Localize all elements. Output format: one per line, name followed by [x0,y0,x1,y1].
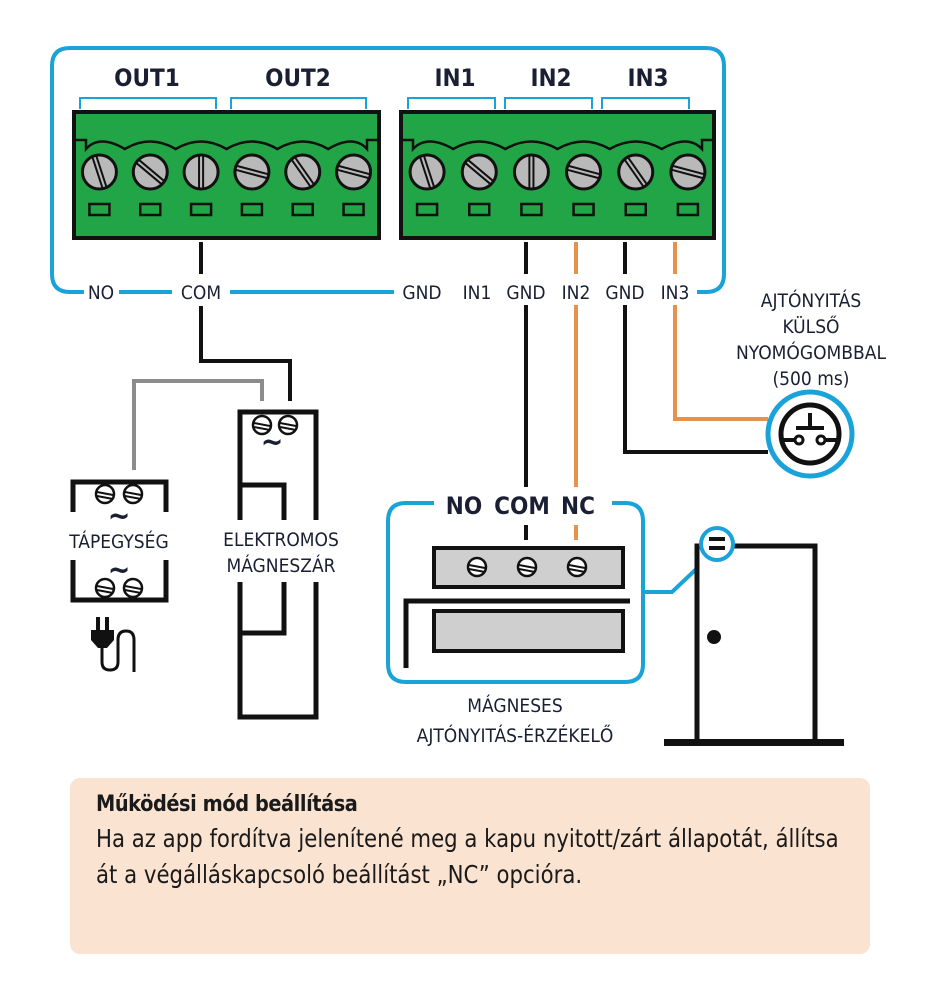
power-supply-ac-symbol-bottom: ~ [108,553,131,588]
push-button-label-line1: AJTÓNYITÁS [761,288,861,312]
door-sensor-screw [466,556,488,578]
out-terminal-body [72,110,381,240]
out-terminal-wire-slot [88,202,111,217]
in-terminal-screw [565,153,603,191]
out-terminal-screw [233,153,271,191]
magnetic-lock-label-line2: MÁGNESZÁR [226,554,335,577]
door-sensor-label-line2: AJTÓNYITÁS-ÉRZÉKELŐ [417,723,614,747]
group-label-in1: IN1 [434,64,475,92]
door-sensor-screw [566,556,588,578]
in-terminal-screw [669,153,707,191]
magnetic-lock-screw [277,414,299,436]
wiring-diagram: OUT1 OUT2 IN1 IN2 IN3 NO COM GND IN1 GND… [50,46,886,747]
in-terminal-wire-slot [415,202,439,217]
wire-in3-signal [673,242,768,421]
door-sensor-switch-body [432,546,625,589]
power-supply-screw [122,483,144,505]
wire-in3-gnd [623,242,768,454]
in-terminal-screw [460,153,498,191]
note-body: Ha az app fordítva jelenítené meg a kapu… [96,824,839,889]
power-supply-ac-symbol-top: ~ [108,499,131,534]
pin-label-gnd-1: GND [402,282,441,304]
group-brackets [79,97,690,109]
out-terminal-wire-slot [139,202,162,217]
push-button-label-line3: NYOMÓGOMBBAL [736,340,886,364]
in-terminal-wire-slot [468,202,491,217]
in-terminal-wire-slot [572,202,595,217]
power-supply-screws [94,483,144,599]
magnetic-lock-screws [251,414,299,436]
out-terminal-wire-slot [240,202,264,217]
out-terminal-screw [335,153,373,191]
magnetic-lock-ac-symbol: ~ [261,425,284,460]
out-terminal-screw [284,153,322,191]
group-label-out1: OUT1 [114,64,180,92]
group-label-in3: IN3 [627,64,668,92]
in-terminal-wire-slot [624,202,647,217]
pin-label-in1: IN1 [463,282,492,304]
wire-com [199,242,292,401]
power-supply-screw [94,577,116,599]
in-terminal-body [399,110,716,240]
pin-label-no: NO [88,282,114,304]
power-supply [70,479,169,603]
door-sensor-terminal-com: COM [494,492,550,520]
pin-label-in3: IN3 [661,282,690,304]
power-supply-screw [94,483,116,505]
magnetic-lock-label-line1: ELEKTROMOS [223,529,339,551]
magnetic-lock [237,409,319,720]
door-sensor-terminal-no: NO [446,492,482,520]
door-sensor-label-line1: MÁGNESES [467,694,562,717]
group-label-out2: OUT2 [265,64,331,92]
group-label-in2: IN2 [530,64,571,92]
pin-label-com: COM [181,282,221,304]
door-sensor-terminal-nc: NC [561,492,595,520]
in-terminal-ridge [403,138,712,153]
push-button-label-line2: KÜLSŐ [782,314,839,338]
pin-label-in2: IN2 [562,282,591,304]
out-terminal-screw [131,153,169,191]
in-terminal-wire-slot [676,202,700,217]
wire-power-gray [132,379,264,470]
out-terminal-wire-slot [291,202,314,217]
power-supply-screw [122,577,144,599]
note-title: Működési mód beállítása [96,792,358,817]
door-sensor-screws [466,556,588,578]
push-button-label-line4: (500 ms) [773,368,850,390]
power-plug-icon [91,617,136,672]
pin-label-gnd-2: GND [506,282,545,304]
controller-frame [50,46,726,294]
out-terminal-ridge [76,138,377,153]
terminal-block-in [399,110,716,240]
door-icon [664,526,844,746]
power-supply-label: TÁPEGYSÉG [68,530,168,553]
out-terminal-screw [182,153,220,191]
door-sensor-screw [516,556,538,578]
magnetic-lock-screw [251,414,273,436]
terminal-block-out [72,110,381,240]
in-terminal-wire-slot [520,202,543,217]
push-button-icon [765,389,855,479]
door-sensor-bracket [403,598,630,668]
in-terminal-screw [617,153,655,191]
in-terminal-screw [512,153,550,191]
out-terminal-wire-slot [189,202,213,217]
out-terminal-screw [80,153,118,191]
door-sensor-frame [386,501,645,684]
pin-label-gnd-3: GND [605,282,644,304]
out-terminal-wire-slot [342,202,365,217]
operating-mode-note: Működési mód beállítása Ha az app fordít… [70,778,870,954]
door-sensor-magnet [432,609,625,653]
in-terminal-screw [408,153,446,191]
